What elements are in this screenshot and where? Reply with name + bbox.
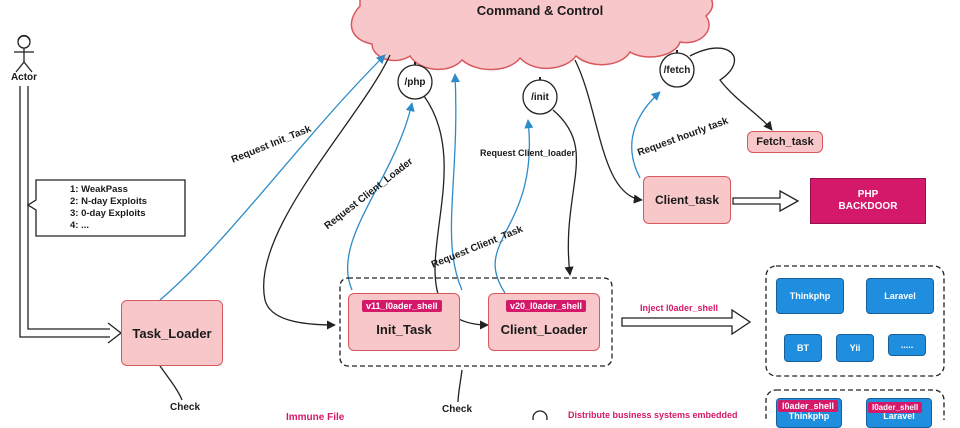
edge-php-to-clientloader (423, 95, 489, 330)
edge-init-to-clientloader (552, 109, 578, 276)
distribute-label: Distribute business systems embedded (568, 410, 738, 420)
actor-figure (14, 34, 34, 73)
note-item: 3: 0-day Exploits (70, 208, 146, 219)
check-line-2 (457, 369, 463, 403)
framework-thinkphp[interactable]: Thinkphp (776, 278, 844, 314)
label-request-client-loader-2: Request Client_loader (480, 148, 576, 158)
v20-tag: v20_l0ader_shell (506, 300, 587, 312)
arrow-clienttask-backdoor (732, 189, 800, 213)
edge-fetch-to-fetchtask (689, 47, 773, 131)
note-item: 2: N-day Exploits (70, 196, 148, 207)
framework-more[interactable]: ..... (888, 334, 926, 356)
edge-php-to-inittask (262, 54, 391, 330)
edge-request-hourly-task (631, 91, 661, 179)
v11-tag: v11_l0ader_shell (362, 300, 442, 312)
note-list: 1: WeakPass 2: N-day Exploits 3: 0-day E… (70, 184, 147, 232)
init-endpoint-label: /init (531, 91, 549, 103)
framework-laravel[interactable]: Laravel (866, 278, 934, 314)
cloud-title: Command & Control (476, 2, 604, 18)
edge-request-init-task (159, 54, 386, 301)
user-icon (532, 410, 548, 420)
label-inject: Inject l0ader_shell (640, 303, 719, 313)
edge-request-client-loader-2 (494, 119, 534, 294)
actor-label: Actor (10, 71, 38, 83)
label-check-2: Check (442, 404, 473, 415)
fetch-task-node[interactable]: Fetch_task (747, 131, 823, 153)
check-line-1 (159, 365, 183, 401)
bottom-group (765, 389, 945, 420)
c2-cloud (350, 0, 714, 71)
loader-group (339, 277, 613, 367)
l0ader-tag-a: l0ader_shell (778, 400, 839, 412)
label-check-1: Check (170, 402, 201, 413)
framework-bt[interactable]: BT (784, 334, 822, 362)
edge-request-client-loader-1 (346, 102, 415, 291)
php-endpoint-label: /php (404, 76, 426, 88)
framework-yii[interactable]: Yii (836, 334, 874, 362)
edge-request-client-task (450, 73, 463, 291)
php-backdoor-node[interactable]: PHP BACKDOOR (810, 178, 926, 224)
immune-file-label: Immune File (286, 412, 345, 423)
task-loader-node[interactable]: Task_Loader (121, 300, 223, 366)
edge-cloud-to-clienttask (574, 59, 643, 204)
l0ader-tag-b: l0ader_shell (868, 402, 923, 413)
actor-to-taskloader (19, 86, 110, 338)
arrow-inject (621, 308, 752, 336)
client-task-node[interactable]: Client_task (643, 176, 731, 224)
note-item: 4: ... (70, 220, 90, 231)
framework-group (765, 265, 945, 377)
note-callout (26, 179, 186, 237)
fetch-endpoint-label: /fetch (663, 64, 691, 76)
note-item: 1: WeakPass (70, 184, 128, 195)
